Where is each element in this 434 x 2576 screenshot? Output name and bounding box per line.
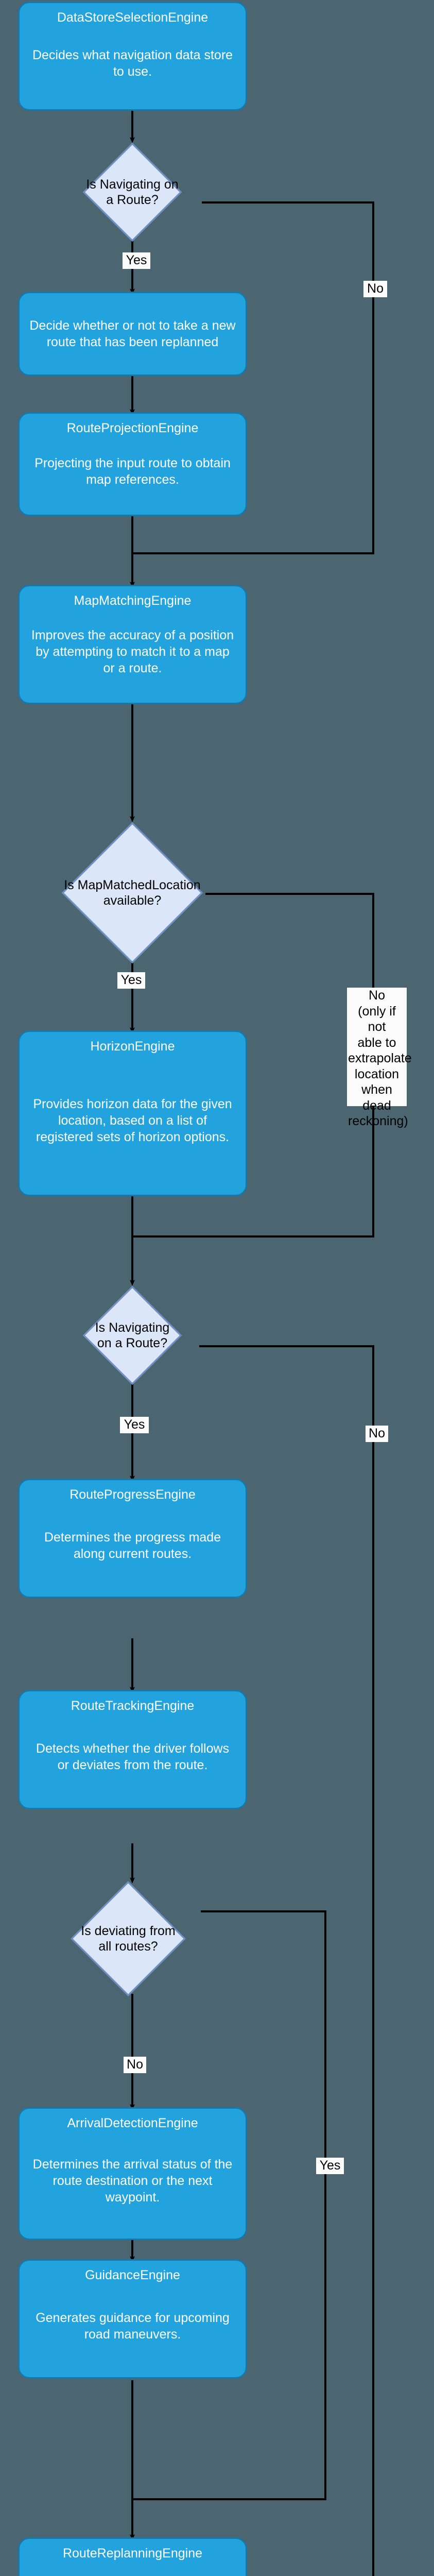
node-route-replanning-engine[interactable]: RouteReplanningEngine Replans routes. — [18, 2537, 247, 2576]
node-title: GuidanceEngine — [85, 2268, 180, 2282]
decision-label: Is Navigating on a Route? — [95, 1320, 170, 1351]
node-description: Determines the progress made along curre… — [44, 1530, 221, 1562]
edge-label-mapmatched-no: No (only if not able to extrapolate loca… — [347, 988, 412, 1128]
decision-is-deviating-from-all-routes[interactable]: Is deviating from all routes? — [56, 1881, 201, 1996]
node-decide-replan[interactable]: Decide whether or not to take a new rout… — [18, 292, 247, 376]
edge-label-nav1-no: No — [363, 281, 387, 297]
node-description: Provides horizon data for the given loca… — [33, 1097, 232, 1145]
node-title: RouteReplanningEngine — [62, 2546, 203, 2561]
node-title: MapMatchingEngine — [74, 594, 192, 608]
edge-label-deviating-yes: Yes — [316, 2158, 344, 2174]
decision-is-navigating-on-route-2[interactable]: Is Navigating on a Route? — [65, 1285, 199, 1385]
node-route-projection-engine[interactable]: RouteProjectionEngine Projecting the inp… — [18, 412, 247, 516]
edge-label-nav2-no: No — [366, 1426, 388, 1442]
node-title: RouteProgressEngine — [70, 1487, 196, 1502]
node-route-progress-engine[interactable]: RouteProgressEngine Determines the progr… — [18, 1479, 247, 1598]
node-description: Projecting the input route to obtain map… — [34, 456, 231, 487]
decision-label: Is MapMatchedLocation available? — [64, 877, 201, 908]
edge-label-mapmatched-yes: Yes — [117, 972, 145, 989]
node-description: Decide whether or not to take a new rout… — [29, 318, 236, 349]
decision-label: Is deviating from all routes? — [81, 1923, 176, 1954]
node-arrival-detection-engine[interactable]: ArrivalDetectionEngine Determines the ar… — [18, 2107, 247, 2240]
node-horizon-engine[interactable]: HorizonEngine Provides horizon data for … — [18, 1030, 247, 1196]
node-description: Decides what navigation data store to us… — [32, 48, 233, 79]
node-title: HorizonEngine — [90, 1039, 175, 1054]
node-route-tracking-engine[interactable]: RouteTrackingEngine Detects whether the … — [18, 1690, 247, 1809]
decision-is-mapmatchedlocation-available[interactable]: Is MapMatchedLocation available? — [58, 822, 207, 964]
node-description: Determines the arrival status of the rou… — [32, 2157, 233, 2205]
node-title: RouteTrackingEngine — [71, 1699, 195, 1713]
node-description: Generates guidance for upcoming road man… — [36, 2311, 230, 2342]
edge-label-nav1-yes: Yes — [123, 252, 150, 269]
node-map-matching-engine[interactable]: MapMatchingEngine Improves the accuracy … — [18, 585, 247, 704]
node-title: DataStoreSelectionEngine — [57, 10, 209, 25]
edge-label-deviating-no: No — [124, 2057, 146, 2073]
node-data-store-selection-engine[interactable]: DataStoreSelectionEngine Decides what na… — [18, 2, 247, 111]
decision-label: Is Navigating on a Route? — [86, 177, 179, 208]
node-title: RouteProjectionEngine — [66, 421, 199, 435]
node-description: Improves the accuracy of a position by a… — [31, 628, 234, 676]
node-description: Detects whether the driver follows or de… — [36, 1741, 230, 1773]
edge-label-nav2-yes: Yes — [120, 1417, 149, 1433]
decision-is-navigating-on-route-1[interactable]: Is Navigating on a Route? — [63, 142, 202, 242]
node-guidance-engine[interactable]: GuidanceEngine Generates guidance for up… — [18, 2259, 247, 2379]
node-title: ArrivalDetectionEngine — [67, 2116, 198, 2130]
